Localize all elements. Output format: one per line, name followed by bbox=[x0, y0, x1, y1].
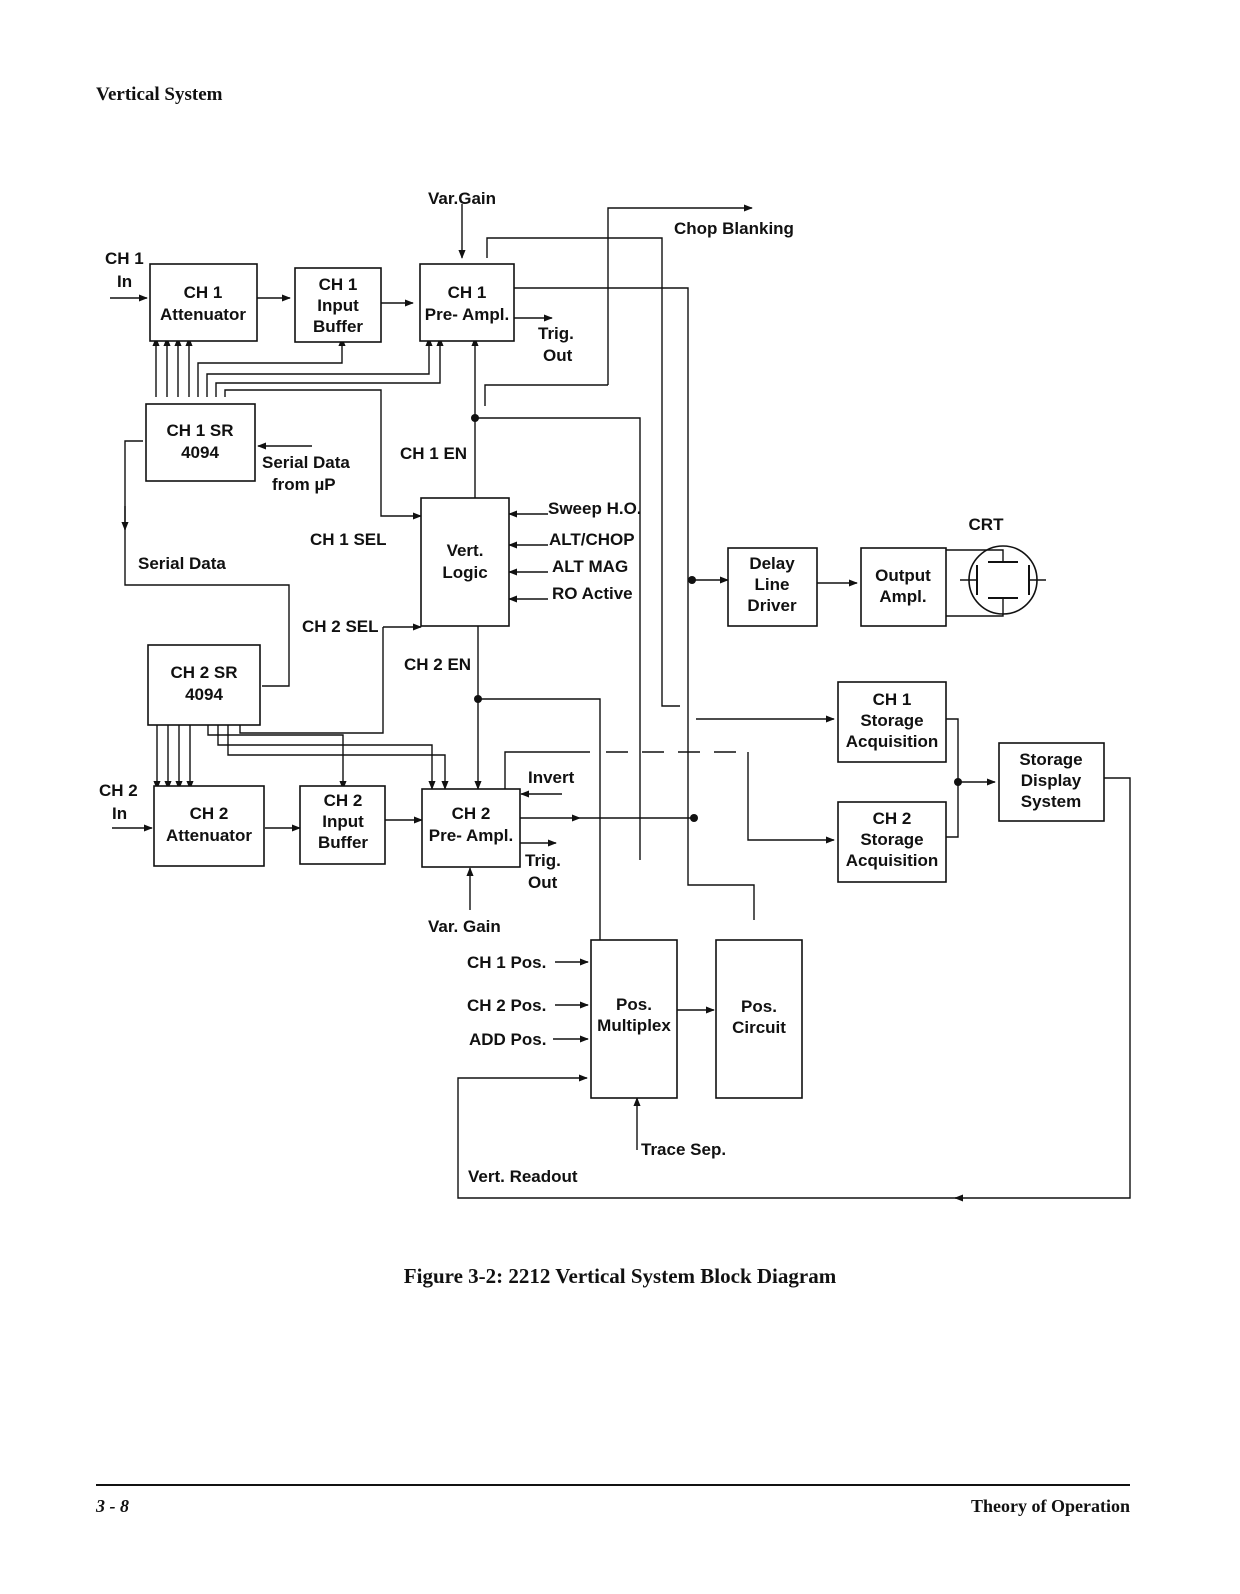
svg-text:Pre- Ampl.: Pre- Ampl. bbox=[425, 305, 509, 324]
storage-display-system-block: Storage Display System bbox=[998, 742, 1105, 822]
trig-out-1-label: Trig. bbox=[538, 324, 574, 343]
trig-out-2-label: Trig. bbox=[525, 851, 561, 870]
svg-text:Buffer: Buffer bbox=[318, 833, 368, 852]
svg-text:CH 1: CH 1 bbox=[873, 690, 912, 709]
vert-readout-label: Vert. Readout bbox=[468, 1167, 578, 1186]
ch1-sr-block: CH 1 SR 4094 bbox=[145, 403, 256, 482]
ro-active-label: RO Active bbox=[552, 584, 633, 603]
svg-text:Output: Output bbox=[875, 566, 931, 585]
svg-text:CH 2 SR: CH 2 SR bbox=[170, 663, 237, 682]
chop-blanking-label: Chop Blanking bbox=[674, 219, 794, 238]
ch2-in-label: In bbox=[112, 804, 127, 823]
footer-section-title: Theory of Operation bbox=[971, 1496, 1130, 1516]
svg-text:Storage: Storage bbox=[1019, 750, 1082, 769]
footer-divider bbox=[96, 1484, 1130, 1486]
svg-text:Line: Line bbox=[755, 575, 790, 594]
svg-text:CH 1 SR: CH 1 SR bbox=[166, 421, 233, 440]
ch1-storage-acquisition-block: CH 1 Storage Acquisition bbox=[837, 681, 947, 763]
ch1-in-label: In bbox=[117, 272, 132, 291]
svg-text:CH 2: CH 2 bbox=[873, 809, 912, 828]
ch2-input-buffer-block: CH 2 Input Buffer bbox=[299, 785, 386, 865]
ch2-sel-label: CH 2 SEL bbox=[302, 617, 379, 636]
serial-data-up-label: Serial Data bbox=[262, 453, 350, 472]
svg-text:Delay: Delay bbox=[749, 554, 795, 573]
svg-text:CH 1: CH 1 bbox=[448, 283, 487, 302]
var-gain-bottom-label: Var. Gain bbox=[428, 917, 501, 936]
output-ampl-block: Output Ampl. bbox=[860, 547, 947, 627]
invert-label: Invert bbox=[528, 768, 575, 787]
ch2-pos-label: CH 2 Pos. bbox=[467, 996, 546, 1015]
signal-labels: CH 1 In Var.Gain Chop Blanking Trig. Out… bbox=[99, 189, 1004, 1186]
svg-text:Vert.: Vert. bbox=[447, 541, 484, 560]
svg-text:System: System bbox=[1021, 792, 1081, 811]
pos-multiplex-block: Pos. Multiplex bbox=[590, 939, 678, 1099]
ch1-in-label: CH 1 bbox=[105, 249, 144, 268]
ch2-in-label: CH 2 bbox=[99, 781, 138, 800]
alt-chop-label: ALT/CHOP bbox=[549, 530, 635, 549]
ch2-en-label: CH 2 EN bbox=[404, 655, 471, 674]
section-title: Vertical System bbox=[96, 84, 223, 105]
junction-dots bbox=[471, 414, 962, 822]
svg-text:Pre- Ampl.: Pre- Ampl. bbox=[429, 826, 513, 845]
trig-out-1-label: Out bbox=[543, 346, 573, 365]
svg-text:Multiplex: Multiplex bbox=[597, 1016, 671, 1035]
ch1-sel-label: CH 1 SEL bbox=[310, 530, 387, 549]
svg-text:Logic: Logic bbox=[442, 563, 487, 582]
svg-text:Pos.: Pos. bbox=[616, 995, 652, 1014]
ch2-preamp-block: CH 2 Pre- Ampl. bbox=[421, 788, 521, 868]
svg-text:Input: Input bbox=[322, 812, 364, 831]
figure-caption: Figure 3-2: 2212 Vertical System Block D… bbox=[403, 1264, 837, 1288]
svg-text:Storage: Storage bbox=[860, 830, 923, 849]
svg-text:CH 2: CH 2 bbox=[190, 804, 229, 823]
trig-out-2-label: Out bbox=[528, 873, 558, 892]
ch1-attenuator-block: CH 1 Attenuator bbox=[149, 263, 258, 342]
ch1-pos-label: CH 1 Pos. bbox=[467, 953, 546, 972]
vert-logic-block: Vert. Logic bbox=[420, 497, 510, 627]
trace-sep-label: Trace Sep. bbox=[641, 1140, 726, 1159]
ch1-preamp-block: CH 1 Pre- Ampl. bbox=[419, 263, 515, 342]
signal-wires bbox=[110, 204, 1131, 1202]
ch2-storage-acquisition-block: CH 2 Storage Acquisition bbox=[837, 801, 947, 883]
svg-text:Attenuator: Attenuator bbox=[160, 305, 246, 324]
ch2-attenuator-block: CH 2 Attenuator bbox=[153, 785, 265, 867]
svg-text:Attenuator: Attenuator bbox=[166, 826, 252, 845]
ch1-input-buffer-block: CH 1 Input Buffer bbox=[294, 267, 382, 343]
svg-text:Circuit: Circuit bbox=[732, 1018, 786, 1037]
ch1-en-label: CH 1 EN bbox=[400, 444, 467, 463]
svg-text:CH 1: CH 1 bbox=[319, 275, 358, 294]
svg-text:Display: Display bbox=[1021, 771, 1082, 790]
serial-data-label: Serial Data bbox=[138, 554, 226, 573]
svg-text:Buffer: Buffer bbox=[313, 317, 363, 336]
serial-data-up-label: from µP bbox=[272, 475, 336, 494]
crt-label: CRT bbox=[969, 515, 1005, 534]
add-pos-label: ADD Pos. bbox=[469, 1030, 546, 1049]
svg-text:Ampl.: Ampl. bbox=[879, 587, 926, 606]
svg-text:Acquisition: Acquisition bbox=[846, 732, 939, 751]
page-number: 3 - 8 bbox=[96, 1496, 129, 1516]
svg-text:CH 2: CH 2 bbox=[452, 804, 491, 823]
svg-text:Storage: Storage bbox=[860, 711, 923, 730]
crt-symbol bbox=[960, 545, 1046, 617]
pos-circuit-block: Pos. Circuit bbox=[715, 939, 803, 1099]
alt-mag-label: ALT MAG bbox=[552, 557, 628, 576]
svg-text:Pos.: Pos. bbox=[741, 997, 777, 1016]
svg-text:CH 2: CH 2 bbox=[324, 791, 363, 810]
svg-text:Input: Input bbox=[317, 296, 359, 315]
sweep-ho-label: Sweep H.O. bbox=[548, 499, 642, 518]
svg-text:4094: 4094 bbox=[185, 685, 223, 704]
svg-text:Driver: Driver bbox=[747, 596, 797, 615]
var-gain-top-label: Var.Gain bbox=[428, 189, 496, 208]
svg-text:4094: 4094 bbox=[181, 443, 219, 462]
svg-text:CH 1: CH 1 bbox=[184, 283, 223, 302]
svg-text:Acquisition: Acquisition bbox=[846, 851, 939, 870]
delay-line-driver-block: Delay Line Driver bbox=[727, 547, 818, 627]
ch2-sr-block: CH 2 SR 4094 bbox=[147, 644, 261, 726]
block-diagram: CH 1 Attenuator CH 1 Input Buffer CH 1 P… bbox=[99, 189, 1131, 1202]
